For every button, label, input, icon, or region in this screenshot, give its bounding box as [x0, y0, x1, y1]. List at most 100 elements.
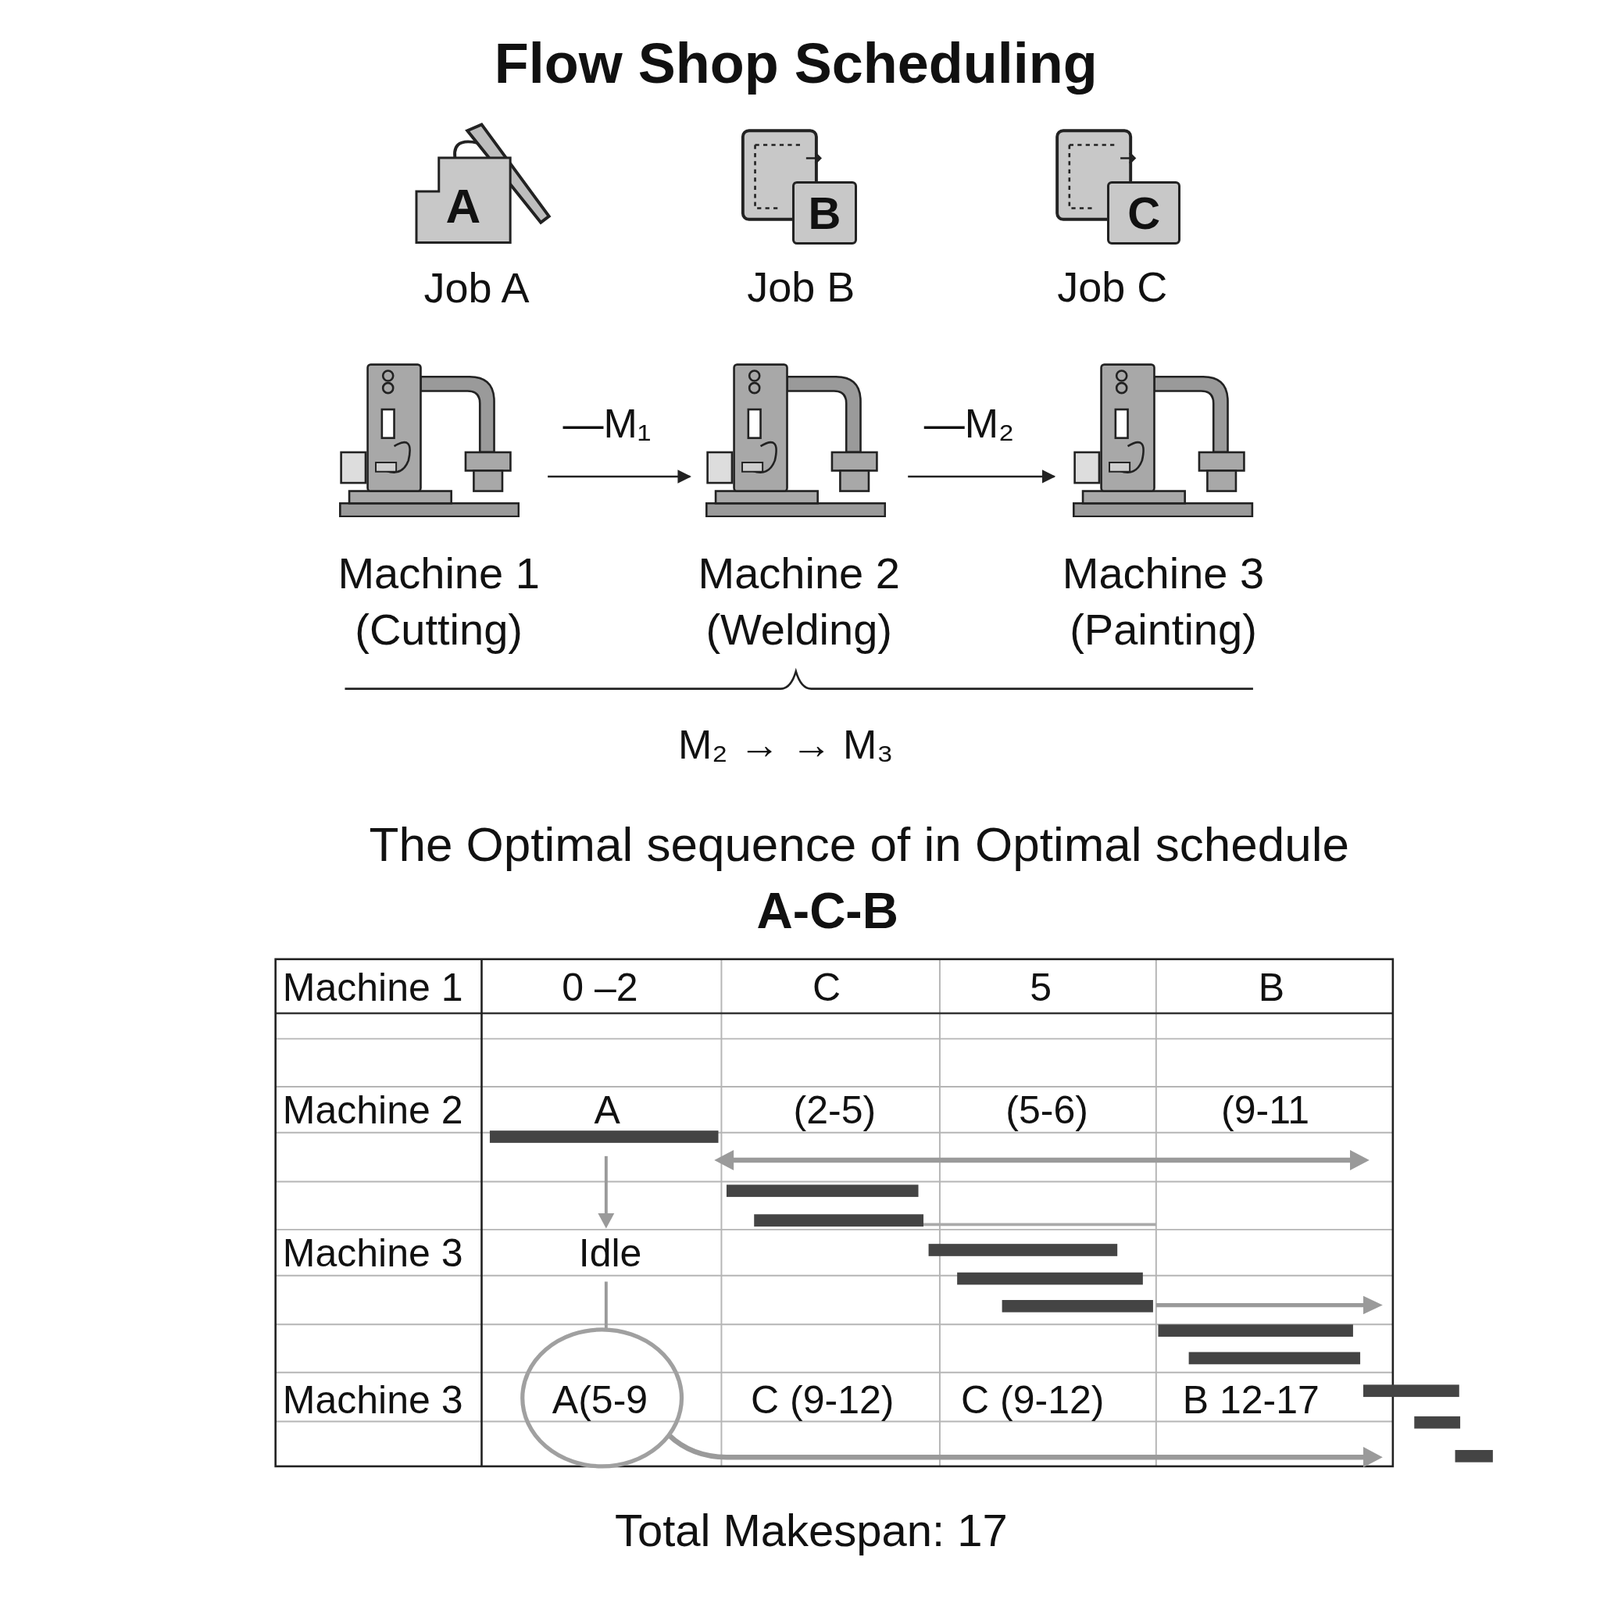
table-cell: C (9-12)	[960, 1380, 1104, 1420]
machine-platform	[1082, 490, 1186, 504]
job-box: BJob B	[792, 181, 858, 245]
grid-line	[939, 959, 941, 1467]
gantt-bar	[957, 1272, 1143, 1286]
machine-platform	[349, 490, 452, 504]
table-cell: A	[593, 1090, 620, 1130]
machine-part	[742, 462, 763, 472]
job-letter: A	[446, 182, 482, 231]
table-cell: (2-5)	[793, 1090, 877, 1130]
table-cell: (9-11	[1221, 1090, 1310, 1130]
sequence: A-C-B	[757, 885, 899, 936]
machine-part	[375, 462, 397, 472]
machine-platform	[715, 490, 818, 504]
machine-label: Machine 3 (Painting)	[1058, 545, 1268, 658]
job-letter: C	[1127, 190, 1161, 236]
table-cell: A(5-9	[552, 1380, 648, 1420]
machine-arm	[1154, 376, 1229, 453]
grid-line	[480, 959, 483, 1467]
grid-line	[275, 1420, 1393, 1422]
machine-knob	[1117, 382, 1128, 393]
table-cell: C (9-12)	[750, 1380, 894, 1420]
gantt-bar	[1414, 1416, 1461, 1429]
bracket-label: M₂ → → M₃	[678, 724, 893, 765]
document-arrow	[806, 153, 821, 164]
grid-line	[275, 1181, 1393, 1183]
machine-body	[734, 364, 788, 491]
span-arrow	[728, 1157, 1356, 1164]
machine-panel	[341, 452, 366, 483]
row-header: Machine 2	[282, 1090, 464, 1130]
gantt-bars	[489, 1130, 1493, 1462]
grid-line	[275, 1012, 1393, 1015]
machine-tool	[474, 470, 504, 491]
job-label: Job B	[746, 265, 855, 308]
machine-knob	[749, 382, 760, 393]
machine-part	[1109, 462, 1130, 472]
table-cell: (5-6)	[1005, 1090, 1089, 1130]
gantt-bar	[1455, 1450, 1493, 1463]
edge-label: —M₂	[922, 403, 1017, 444]
machine-icon	[705, 362, 886, 518]
gantt-bar	[1363, 1384, 1460, 1397]
machine-knob	[749, 370, 760, 381]
machine-base	[340, 503, 520, 517]
grid-line	[275, 1228, 1393, 1231]
grid-line	[275, 1371, 1393, 1374]
makespan: Total Makespan: 17	[614, 1507, 1008, 1554]
table-cell: Idle	[578, 1233, 643, 1273]
highlight-ellipse	[522, 1329, 683, 1467]
table-cell: 0 –2	[561, 967, 638, 1008]
job-box: AJob A	[416, 157, 511, 243]
illustration-group	[275, 124, 1493, 1468]
machine-icon	[1072, 362, 1254, 518]
gantt-bar	[1157, 1324, 1353, 1337]
flow-arrow	[907, 475, 1054, 479]
leader-line	[604, 1281, 608, 1329]
grid-line	[275, 1038, 1393, 1040]
table-cell: B 12-17	[1182, 1380, 1320, 1420]
gantt-bar	[726, 1184, 919, 1197]
gantt-bar	[753, 1214, 924, 1227]
subtitle: The Optimal sequence of in Optimal sched…	[369, 820, 1350, 869]
arrow-head	[1363, 1296, 1383, 1315]
machine-arm	[787, 376, 861, 453]
job-letter: B	[807, 190, 841, 236]
job-label: Job C	[1057, 265, 1168, 308]
machine-window	[382, 409, 395, 439]
document-arrow	[1120, 153, 1135, 164]
span-arrow	[1156, 1303, 1366, 1308]
edge-label: —M₁	[560, 403, 653, 444]
table-grid	[275, 959, 1393, 1467]
arrow-head	[1350, 1150, 1370, 1171]
job-box: CJob C	[1107, 181, 1181, 245]
machine-body	[367, 364, 422, 491]
job-shape-outline	[416, 157, 511, 243]
title: Flow Shop Scheduling	[494, 35, 1098, 92]
row-header: Machine 3	[282, 1233, 464, 1273]
machine-knob	[382, 370, 393, 381]
machine-head	[832, 452, 877, 472]
grid-line	[275, 1132, 1393, 1134]
machine-panel	[1075, 452, 1100, 483]
flow-arrow	[547, 475, 690, 479]
machine-base	[706, 503, 886, 517]
arrow-head	[1363, 1446, 1383, 1468]
gantt-bar	[1002, 1300, 1154, 1313]
arrow-head	[597, 1213, 615, 1229]
grey-arrows	[597, 1150, 1383, 1468]
row-header: Machine 3	[282, 1380, 464, 1420]
machine-knob	[1117, 370, 1128, 381]
machine-tool	[1207, 470, 1237, 491]
gantt-bar	[1189, 1352, 1361, 1365]
table-border	[275, 959, 1393, 1467]
table-cell: C	[812, 967, 841, 1008]
machine-window	[1115, 409, 1129, 439]
machine-head	[1199, 452, 1244, 472]
grid-line	[275, 1085, 1393, 1088]
span-arrow	[668, 1434, 1366, 1458]
span-line	[923, 1222, 1157, 1226]
machine-knob	[382, 382, 393, 393]
machine-body	[1101, 364, 1155, 491]
table-cell: 5	[1029, 967, 1052, 1008]
